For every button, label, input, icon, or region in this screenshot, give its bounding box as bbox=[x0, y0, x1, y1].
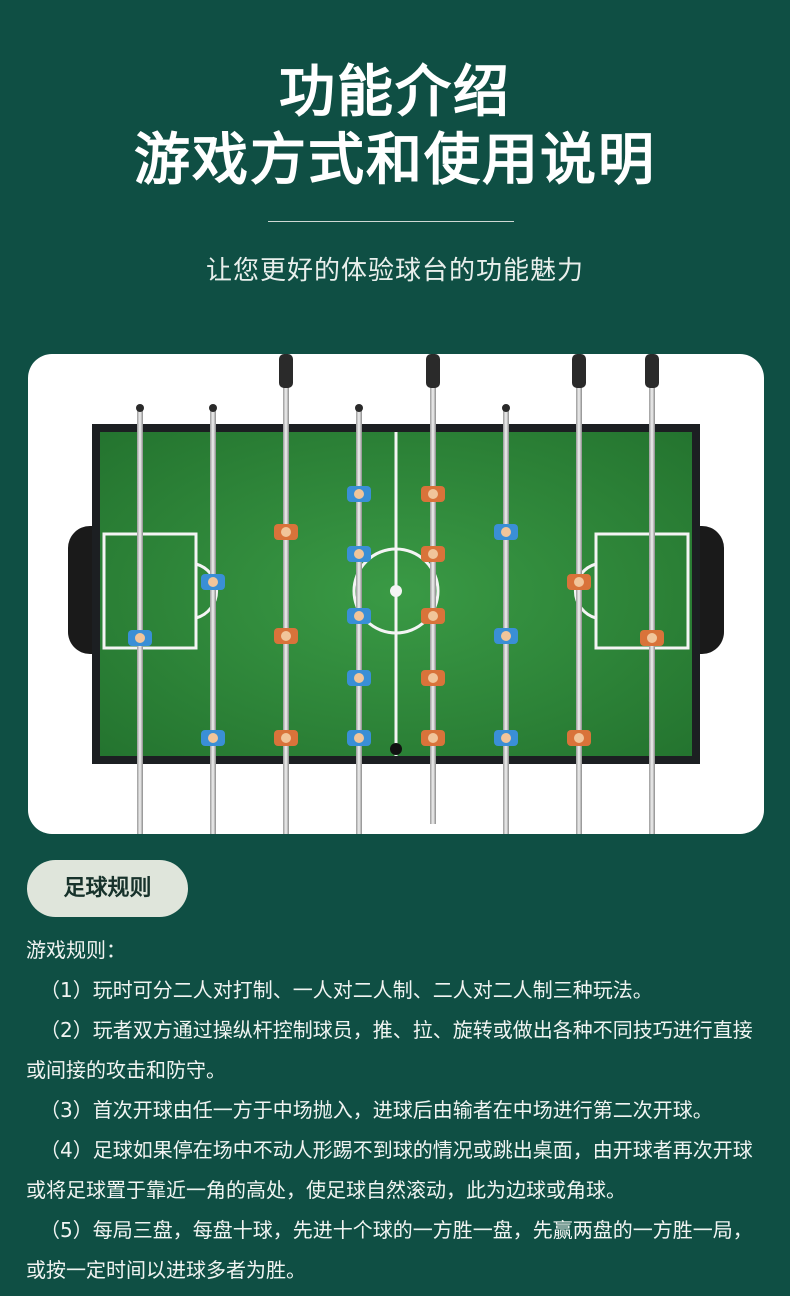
page-title-line1: 功能介绍 bbox=[279, 60, 511, 125]
rule-item: （1）玩时可分二人对打制、一人对二人制、二人对二人制三种玩法。 bbox=[40, 978, 653, 1002]
center-spot bbox=[390, 585, 402, 597]
rules-heading: 游戏规则： bbox=[26, 938, 126, 962]
rule-item: （2）玩者双方通过操纵杆控制球员，推、拉、旋转或做出各种不同技巧进行直接或间接的… bbox=[26, 1018, 753, 1082]
rule-item: （5）每局三盘，每盘十球，先进十个球的一方胜一盘，先赢两盘的一方胜一局，或按一定… bbox=[26, 1218, 753, 1282]
rules-text: 游戏规则： （1）玩时可分二人对打制、一人对二人制、二人对二人制三种玩法。 （2… bbox=[26, 930, 766, 1290]
foosball-table-photo bbox=[28, 354, 764, 834]
ball bbox=[390, 743, 402, 755]
player-heads bbox=[135, 489, 657, 743]
rule-item: （3）首次开球由任一方于中场抛入，进球后由输者在中场进行第二次开球。 bbox=[40, 1098, 713, 1122]
foosball-table-illustration bbox=[68, 354, 724, 834]
page-subtitle: 让您更好的体验球台的功能魅力 bbox=[205, 256, 584, 286]
page-title-line2: 游戏方式和使用说明 bbox=[134, 128, 656, 193]
section-badge: 足球规则 bbox=[27, 860, 188, 917]
rule-item: （4）足球如果停在场中不动人形踢不到球的情况或跳出桌面，由开球者再次开球或将足球… bbox=[26, 1138, 753, 1202]
title-divider bbox=[268, 221, 514, 222]
